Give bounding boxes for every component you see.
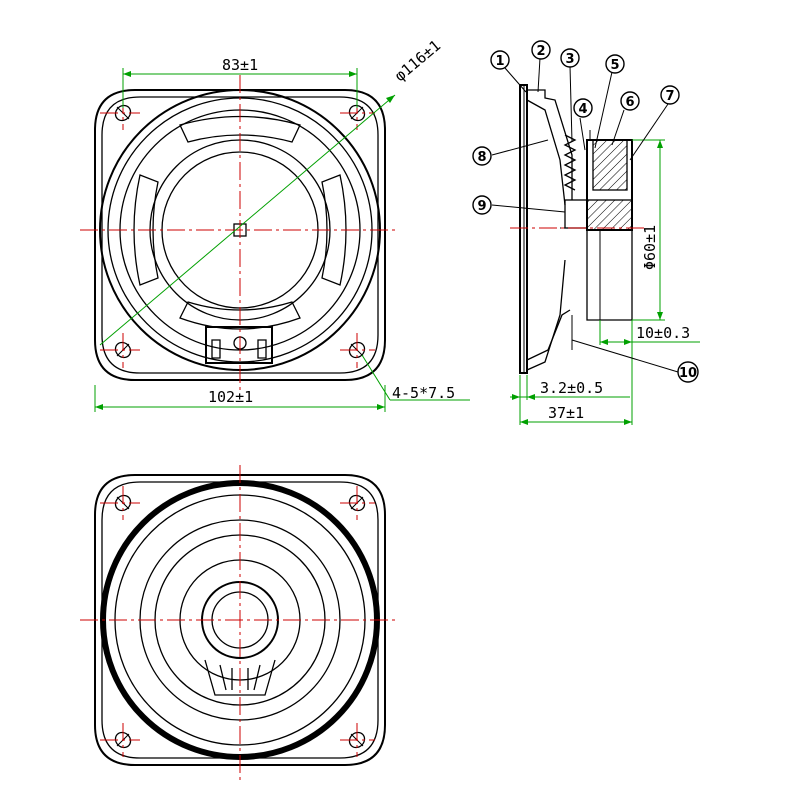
rear-wire-trough: [204, 659, 276, 696]
basket-window-left: [133, 174, 159, 286]
side-magnet-hatch: [586, 199, 633, 231]
side-basket-top: [527, 89, 573, 200]
dim-holes: 4-5*7.5: [392, 384, 455, 402]
terminal-lugs: [211, 339, 267, 359]
side-cone-bottom: [526, 259, 566, 371]
front-view: 83±1 102±1 4-5*7.5 φ116±1: [80, 36, 470, 412]
side-dimensions: [510, 139, 700, 425]
dim-83: 83±1: [222, 56, 258, 74]
dim-37: 37±1: [548, 404, 584, 422]
callout-6: 6: [620, 91, 640, 111]
svg-text:1: 1: [495, 54, 504, 69]
side-voice-coil: [564, 199, 588, 229]
basket-window-top: [179, 115, 301, 143]
front-dimensions: [94, 68, 470, 412]
terminal-block: [205, 326, 273, 364]
dim-60: Φ60±1: [641, 225, 659, 270]
callout-3: 3: [560, 48, 580, 68]
svg-text:2: 2: [536, 44, 545, 59]
callout-8: 8: [472, 146, 492, 166]
rear-centerlines: [80, 465, 395, 780]
callout-1: 1: [490, 50, 510, 70]
side-view: Φ60±1 10±0.3 3.2±0.5 37±1 1 2 3: [472, 40, 700, 425]
side-basket-bottom: [526, 309, 571, 361]
callout-9: 9: [472, 195, 492, 215]
side-back-plate: [586, 230, 633, 321]
callout-5: 5: [605, 54, 625, 74]
svg-text:4: 4: [578, 102, 587, 117]
side-cone-top: [526, 99, 566, 206]
rear-frame-outer: [94, 474, 386, 766]
callout-7: 7: [660, 85, 680, 105]
front-frame-inner: [101, 96, 379, 374]
callout-4: 4: [573, 98, 593, 118]
callout-2: 2: [531, 40, 551, 60]
dim-116: φ116±1: [391, 36, 444, 85]
rear-view: [80, 465, 395, 780]
side-spider: [563, 134, 577, 191]
rear-frame-inner: [101, 481, 379, 759]
basket-window-right: [321, 174, 347, 286]
svg-text:6: 6: [625, 95, 634, 110]
svg-text:10: 10: [679, 366, 697, 381]
dim-10: 10±0.3: [636, 324, 690, 342]
dim-3-2: 3.2±0.5: [540, 379, 603, 397]
side-top-plate: [592, 139, 628, 191]
front-centerlines: [80, 75, 395, 390]
svg-text:3: 3: [565, 52, 574, 67]
svg-text:9: 9: [477, 199, 486, 214]
callout-10: 10: [677, 361, 699, 383]
svg-text:7: 7: [665, 89, 674, 104]
svg-text:5: 5: [610, 58, 619, 73]
dim-102: 102±1: [208, 388, 253, 406]
callout-leaders: [491, 57, 679, 373]
svg-text:8: 8: [477, 150, 486, 165]
